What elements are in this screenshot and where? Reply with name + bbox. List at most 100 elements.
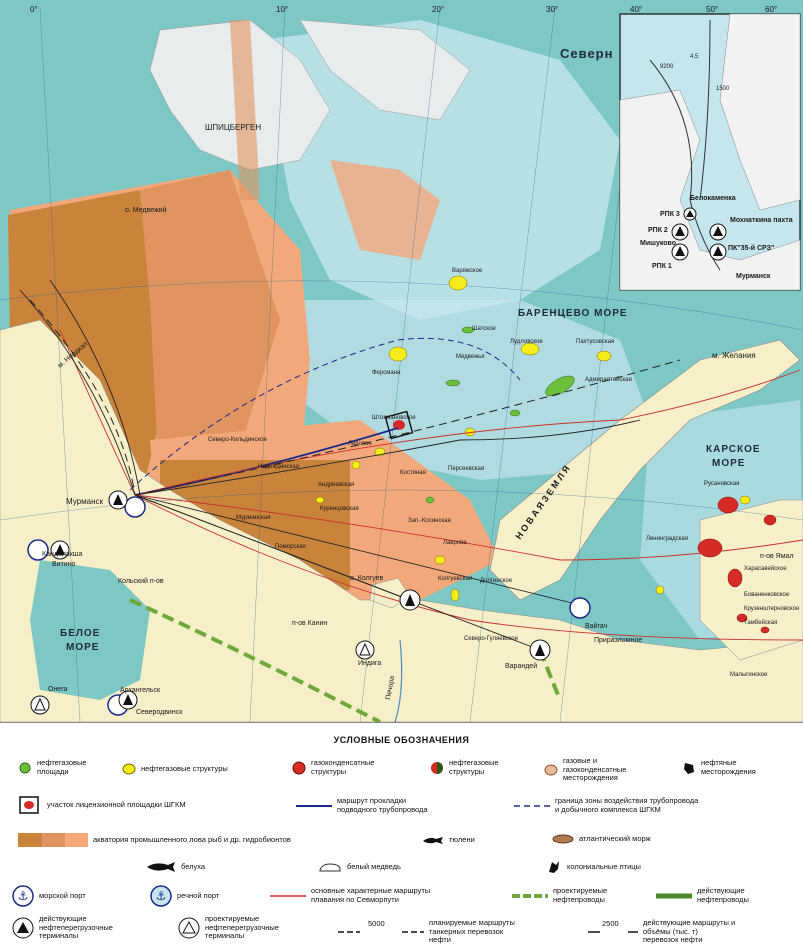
planned-tanker-routes [29, 299, 681, 496]
tanker-routes [19, 279, 641, 651]
field-label: Куренцовская [320, 506, 359, 512]
field-label: Северо-Гуляевское [464, 636, 519, 642]
legend-text: белуха [181, 861, 206, 871]
legend-item-oil-gas-structures: нефтегазовые структуры [122, 763, 228, 775]
legend-text: проектируемые нефтеперегрузочные термина… [205, 914, 279, 940]
oil-field-icon [684, 762, 694, 774]
sea-label-north: Северн [560, 46, 613, 61]
svalbard-land [299, 19, 471, 121]
legend-text: атлантический морж [579, 833, 651, 843]
beluga-icon [147, 862, 175, 872]
oil-gas-area-icon [19, 762, 31, 773]
planned-pipeline-icon [512, 893, 548, 898]
legend-text: маршрут прокладки подводного трубопровод… [337, 796, 428, 814]
field-label: Крузенштерновское [744, 606, 800, 612]
structure-icon [122, 763, 136, 775]
place-label-medvezhiy: о. Медвежий [125, 206, 167, 214]
legend-item-gas-condensate-fields: газовые и газоконденсатные месторождения [544, 756, 627, 783]
legend: УСЛОВНЫЕ ОБОЗНАЧЕНИЯ нефтегазовые площад… [0, 722, 803, 946]
polar-bear-icon [319, 863, 341, 872]
legend-text: акватория промышленного лова рыб и др. г… [93, 834, 291, 844]
yamal-peninsula [699, 499, 803, 661]
field-label: Персеевская [448, 466, 484, 472]
novaya-zemlya [489, 339, 801, 601]
field-label: Харасавейское [744, 565, 787, 572]
degree-tick: 0° [30, 5, 38, 14]
legend-text: колониальные птицы [567, 861, 641, 871]
field-label: Поморская [275, 544, 306, 550]
active-pipeline-icon [656, 893, 692, 898]
field-label: Пахтусовская [576, 339, 614, 345]
field-label: Варяжское [452, 268, 483, 274]
legend-item-active-routes: 2500 действующие маршруты и объёмы (тыс.… [588, 918, 735, 945]
legend-item-planned-terminals: проектируемые нефтеперегрузочные термина… [178, 914, 279, 941]
legend-text: нефтяные месторождения [701, 758, 756, 776]
field-label: Бованенковское [744, 592, 790, 598]
field-label: Лудловское [510, 339, 543, 345]
legend-title: УСЛОВНЫЕ ОБОЗНАЧЕНИЯ [333, 735, 470, 745]
field-label: Тамбейская [744, 619, 777, 626]
legend-item-sea-port: ⚓ морской порт [12, 885, 86, 907]
shipping-routes [59, 329, 803, 641]
shtokman-field [393, 420, 405, 430]
degree-tick: 10° [276, 5, 288, 14]
oil-gas-areas [425, 326, 575, 504]
field-label: Долгинское [480, 578, 513, 584]
legend-item-routes: основные характерные маршруты плавания п… [270, 886, 430, 904]
white-sea [30, 560, 150, 700]
degree-tick: 20° [432, 5, 444, 14]
legend-text: нефтегазовые структуры [141, 763, 228, 773]
legend-text: речной порт [177, 890, 220, 900]
legend-text: морской порт [39, 890, 86, 900]
fishing-strip [230, 20, 260, 200]
pipeline-route-icon [296, 804, 332, 807]
planned-tanker-route-icon [338, 931, 424, 933]
field-label: Надеждинская [258, 464, 299, 470]
place-label-vaygach: Вайгач [585, 622, 608, 630]
field-label: Лаврова [443, 540, 467, 546]
legend-item-active-terminals: действующие нефтеперегрузочные терминалы [12, 914, 113, 941]
legend-item-gas-condensate-structures: газоконденсатные структуры [292, 758, 374, 776]
field-label: Медвежья [456, 354, 485, 360]
sea-label-barents: БАРЕНЦЕВО МОРЕ [518, 308, 628, 319]
legend-text: граница зоны воздействия трубопровода и … [555, 796, 699, 814]
field-label: Ферсмана [372, 370, 401, 376]
field-label: Северо-Кильдинское [208, 437, 267, 443]
seal-icon [423, 837, 443, 844]
field-label: Штокмановское [372, 415, 416, 421]
legend-item-oil-fields: нефтяные месторождения [682, 758, 756, 776]
route-icon [270, 894, 306, 897]
legend-item-colonial-birds: колониальные птицы [546, 859, 641, 875]
sea-label-kara-2: МОРЕ [712, 458, 745, 469]
legend-text: газовые и газоконденсатные месторождения [563, 756, 627, 782]
map-canvas: 0° 10° 20° 30° 40° 50° 60° Северн БАРЕНЦ… [0, 0, 803, 722]
place-label-vitino: Витино [52, 561, 76, 568]
inset-label: Мохнаткина пахта [730, 217, 793, 224]
shallow-sea [300, 300, 650, 480]
place-label-pechora: Печора [385, 675, 396, 700]
place-label-spitsbergen: ШПИЦБЕРГЕН [205, 123, 261, 132]
place-label-zhelaniya: м. Желания [712, 351, 756, 360]
shallow-sea [260, 20, 620, 320]
oil-gas-structure-icon [431, 761, 443, 774]
place-label-indiga: Индига [358, 660, 381, 667]
legend-text: планируемые маршруты танкерных перевозок… [429, 918, 515, 944]
terminals [30, 490, 551, 715]
impact-zone-icon [514, 804, 550, 807]
legend-item-oil-gas-areas: нефтегазовые площади [18, 758, 87, 776]
pechora-river [394, 639, 403, 722]
legend-text: нефтегазовые площади [37, 758, 87, 776]
field-label: Русановская [704, 481, 739, 487]
legend-value: 2500 [602, 919, 619, 928]
legend-item-planned-pipelines: проектируемые нефтепроводы [512, 886, 607, 904]
river-anchor-icon: ⚓ [150, 885, 172, 907]
place-label-prirazlomnoe: Приразломное [594, 637, 642, 644]
inset-label: Мурманск [736, 273, 771, 280]
impact-zone-boundary [129, 337, 521, 491]
degree-tick: 40° [630, 5, 642, 14]
legend-item-license-area: участок лицензионной площадки ШГКМ [18, 795, 186, 815]
legend-text: действующие нефтепроводы [697, 886, 749, 904]
gas-condensate-fields [697, 496, 777, 634]
place-label-kolsky: Кольский п-ов [118, 577, 164, 585]
inset-label: РПК 3 [660, 211, 680, 218]
